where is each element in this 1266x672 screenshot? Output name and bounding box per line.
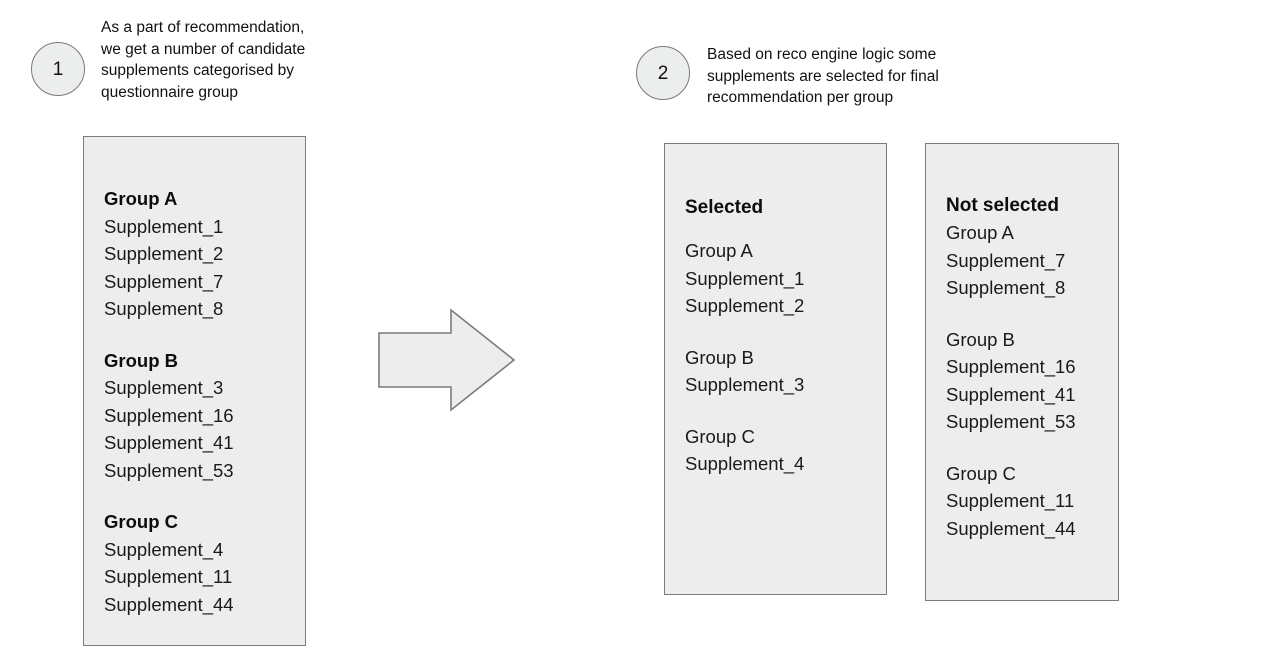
group-block: Group C Supplement_4 (685, 423, 876, 478)
supplement-item: Supplement_2 (685, 295, 805, 316)
step-badge-1: 1 (31, 42, 85, 96)
panel-candidate-supplements: Group A Supplement_1 Supplement_2 Supple… (83, 136, 306, 646)
supplement-item: Supplement_4 (685, 453, 805, 474)
step-badge-2: 2 (636, 46, 690, 100)
group-block: Group B Supplement_3 Supplement_16 Suppl… (104, 347, 295, 485)
supplement-item: Supplement_44 (104, 593, 234, 615)
supplement-item: Supplement_7 (104, 270, 224, 292)
supplement-item: Supplement_41 (946, 383, 1076, 405)
supplement-item: Supplement_16 (104, 404, 234, 426)
group-block: Group A Supplement_1 Supplement_2 (685, 237, 876, 320)
flow-arrow-right-icon (378, 308, 516, 412)
group-heading: Group B (104, 349, 178, 371)
step-caption-2: Based on reco engine logic some suppleme… (707, 46, 939, 106)
group-heading: Group A (104, 188, 178, 209)
group-block: Group C Supplement_11 Supplement_44 (946, 460, 1108, 543)
supplement-item: Supplement_8 (946, 277, 1066, 298)
group-block: Group A Supplement_7 Supplement_8 (946, 219, 1108, 302)
supplement-item: Supplement_53 (946, 411, 1076, 432)
supplement-item: Supplement_44 (946, 517, 1076, 539)
supplement-item: Supplement_2 (104, 243, 224, 264)
supplement-item: Supplement_41 (104, 432, 234, 453)
panel-selected-content: Selected Group A Supplement_1 Supplement… (685, 194, 876, 478)
supplement-item: Supplement_8 (104, 298, 224, 319)
step-caption-1: As a part of recommendation, we get a nu… (101, 19, 306, 101)
supplement-item: Supplement_7 (946, 249, 1066, 271)
step-badge-2-number: 2 (657, 62, 669, 84)
group-heading: Group C (946, 462, 1016, 484)
panel-selected-supplements: Selected Group A Supplement_1 Supplement… (664, 143, 887, 595)
panel-not-selected-content: Not selected Group A Supplement_7 Supple… (946, 192, 1108, 542)
group-block: Group B Supplement_16 Supplement_41 Supp… (946, 326, 1108, 436)
panel-not-selected-title: Not selected (946, 195, 1059, 216)
panel-candidate-content: Group A Supplement_1 Supplement_2 Supple… (104, 185, 295, 618)
supplement-item: Supplement_3 (685, 374, 805, 395)
group-heading: Group A (946, 222, 1014, 243)
supplement-item: Supplement_1 (685, 267, 805, 289)
group-heading: Group A (685, 240, 753, 261)
supplement-item: Supplement_11 (946, 490, 1075, 511)
supplement-item: Supplement_11 (104, 566, 233, 587)
panel-not-selected-supplements: Not selected Group A Supplement_7 Supple… (925, 143, 1119, 601)
group-block: Group B Supplement_3 (685, 344, 876, 399)
supplement-item: Supplement_16 (946, 356, 1076, 377)
group-heading: Group B (685, 346, 754, 368)
group-heading: Group C (104, 511, 178, 532)
step-badge-1-number: 1 (52, 58, 64, 80)
group-block: Group C Supplement_4 Supplement_11 Suppl… (104, 508, 295, 618)
panel-selected-title: Selected (685, 197, 764, 218)
supplement-item: Supplement_3 (104, 377, 224, 398)
group-block: Group A Supplement_1 Supplement_2 Supple… (104, 185, 295, 323)
group-heading: Group C (685, 425, 755, 447)
supplement-item: Supplement_4 (104, 538, 224, 560)
supplement-item: Supplement_53 (104, 459, 234, 481)
supplement-item: Supplement_1 (104, 215, 224, 237)
group-heading: Group B (946, 328, 1015, 350)
